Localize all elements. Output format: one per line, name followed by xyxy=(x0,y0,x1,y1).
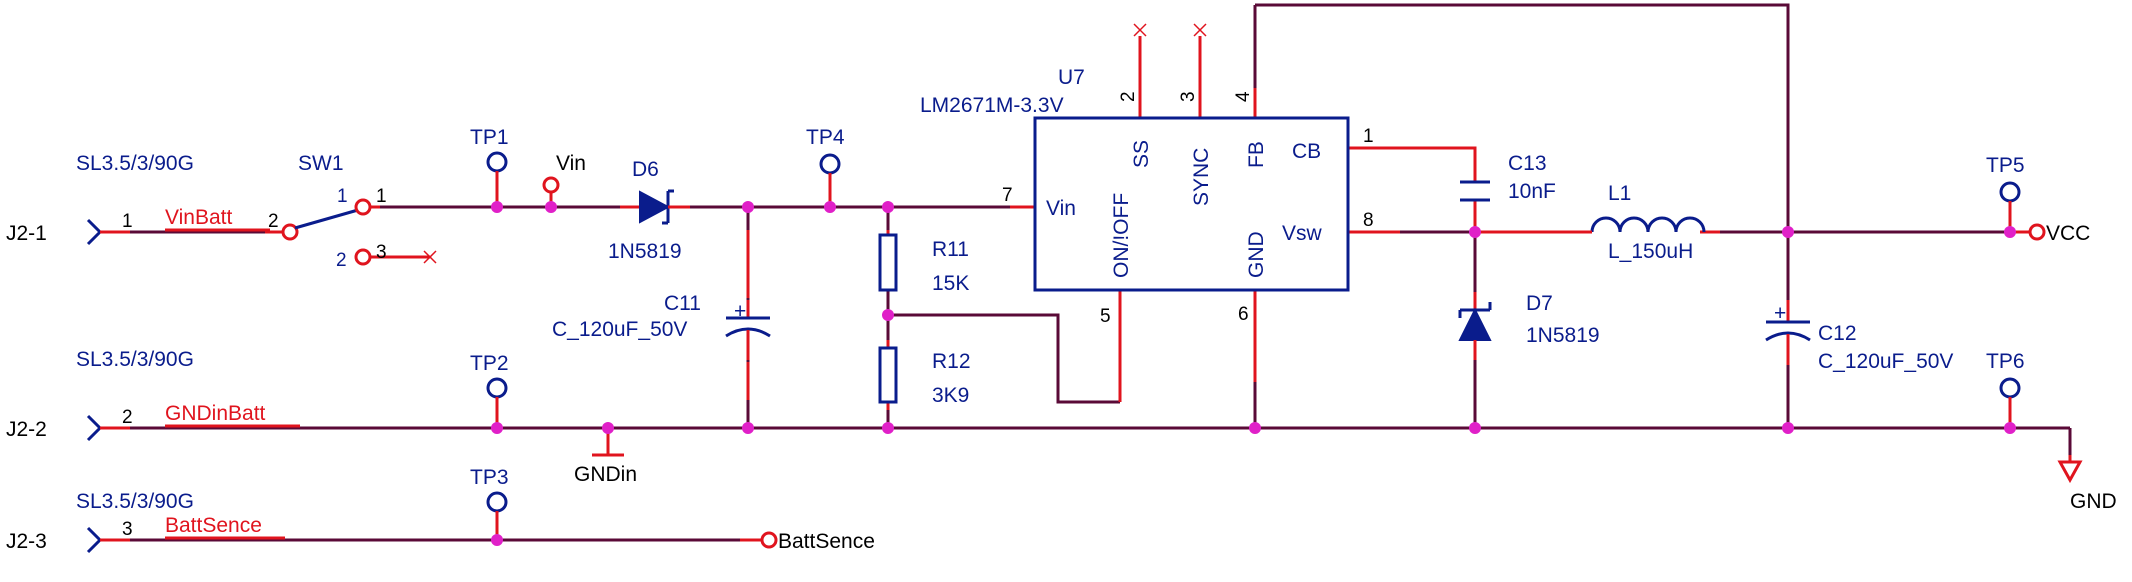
j2-1-pin: 1 xyxy=(122,211,133,232)
u7-pin-vin-name: Vin xyxy=(1046,197,1076,220)
u7-pin-sync-name: SYNC xyxy=(1190,148,1213,206)
resistor-r12: R12 3K9 xyxy=(878,346,971,407)
sw1-pin-2: 2 xyxy=(336,250,347,271)
c12-value: C_120uF_50V xyxy=(1818,350,1953,373)
u7-pin-ss-name: SS xyxy=(1130,140,1153,168)
test-point-tp6: TP6 xyxy=(1986,350,2025,428)
u7-pin-vin-num: 7 xyxy=(1002,185,1013,206)
wires xyxy=(130,3,2072,542)
capacitor-c13: C13 10nF xyxy=(1460,152,1556,203)
r12-value: 3K9 xyxy=(932,384,969,407)
c11-ref: C11 xyxy=(664,292,701,315)
c11-polarity: + xyxy=(734,300,746,323)
u7-pin-ss-num: 2 xyxy=(1118,91,1139,102)
connector-j2-1: J2-1 1 VinBatt SL3.5/3/90G xyxy=(6,152,270,246)
tp4-label: TP4 xyxy=(806,126,845,149)
diode-d7: D7 1N5819 xyxy=(1458,292,1600,360)
u7-part: LM2671M-3.3V xyxy=(920,94,1064,117)
d7-ref: D7 xyxy=(1526,292,1553,315)
u7-pin-onoff-num: 5 xyxy=(1100,306,1111,327)
l1-value: L_150uH xyxy=(1608,240,1693,263)
u7-body xyxy=(1033,116,1350,292)
test-point-tp2: TP2 xyxy=(470,352,509,428)
u7-pin-fb-name: FB xyxy=(1245,141,1268,168)
net-port-vin: Vin xyxy=(542,152,586,207)
r11-value: 15K xyxy=(932,272,969,295)
vcc-net-label: VCC xyxy=(2046,222,2090,245)
gnd-net-label: GND xyxy=(2070,490,2117,513)
u7-pin-vsw-num: 8 xyxy=(1363,210,1374,231)
sw1-pin-1a: 1 xyxy=(337,186,348,207)
capacitor-c12: + C12 C_120uF_50V xyxy=(1765,300,1953,373)
u7-pin-gnd-name: GND xyxy=(1245,231,1268,278)
j2-2-ref: J2-2 xyxy=(6,418,47,441)
u7-pin-onoff-name: ON/!OFF xyxy=(1110,193,1133,278)
net-port-gndin: GNDin xyxy=(574,428,637,486)
resistor-r11: R11 15K xyxy=(878,233,969,295)
connector-j2-2: J2-2 2 GNDinBatt SL3.5/3/90G xyxy=(6,348,300,442)
r12-ref: R12 xyxy=(932,350,971,373)
test-point-tp4: TP4 xyxy=(806,126,845,207)
battsence-net-label: BattSence xyxy=(778,530,875,553)
test-point-tp3: TP3 xyxy=(470,466,509,540)
j2-3-part: SL3.5/3/90G xyxy=(76,490,194,513)
j2-3-ref: J2-3 xyxy=(6,530,47,553)
sw1-pin-1b: 1 xyxy=(376,186,387,207)
tp5-label: TP5 xyxy=(1986,154,2025,177)
tp2-label: TP2 xyxy=(470,352,509,375)
net-port-battsence: BattSence xyxy=(740,530,875,553)
c13-value: 10nF xyxy=(1508,180,1556,203)
net-label-gndinbatt: GNDinBatt xyxy=(165,402,266,425)
net-label-vinbatt: VinBatt xyxy=(165,206,232,229)
r11-ref: R11 xyxy=(932,238,969,261)
u7-pin-cb-name: CB xyxy=(1292,140,1321,163)
c12-ref: C12 xyxy=(1818,322,1857,345)
u7-pin-fb-num: 4 xyxy=(1233,91,1254,102)
j2-1-ref: J2-1 xyxy=(6,222,47,245)
u7-pin-cb-num: 1 xyxy=(1363,126,1374,147)
d6-value: 1N5819 xyxy=(608,240,682,263)
j2-3-pin: 3 xyxy=(122,519,133,540)
tp6-label: TP6 xyxy=(1986,350,2025,373)
c11-value: C_120uF_50V xyxy=(552,318,687,341)
u7-pin-gnd-num: 6 xyxy=(1238,304,1249,325)
test-point-tp1: TP1 xyxy=(470,126,509,207)
u7-ref: U7 xyxy=(1058,66,1085,89)
sw1-pin-common: 2 xyxy=(268,211,279,232)
u7-pin-sync-num: 3 xyxy=(1178,91,1199,102)
net-port-vcc: VCC xyxy=(2028,222,2090,245)
connector-j2-3: J2-3 3 BattSence SL3.5/3/90G xyxy=(6,490,285,554)
ic-u7: U7 LM2671M-3.3V Vin 7 ON/!OFF 5 SS 2 SYN… xyxy=(920,23,1374,327)
net-label-battsence-in: BattSence xyxy=(165,514,262,537)
c12-polarity: + xyxy=(1774,302,1786,325)
inductor-l1: L1 L_150uH xyxy=(1580,182,1706,263)
u7-pin-vsw-name: Vsw xyxy=(1282,222,1323,245)
gndin-net-label: GNDin xyxy=(574,463,637,486)
d7-value: 1N5819 xyxy=(1526,324,1600,347)
switch-sw1: SW1 2 1 1 2 3 xyxy=(265,152,437,271)
tp1-label: TP1 xyxy=(470,126,509,149)
j2-2-pin: 2 xyxy=(122,407,133,428)
capacitor-c11: + C11 C_120uF_50V xyxy=(552,292,771,360)
d6-ref: D6 xyxy=(632,158,659,181)
junctions xyxy=(491,201,2016,546)
j2-2-part: SL3.5/3/90G xyxy=(76,348,194,371)
vin-net-label: Vin xyxy=(556,152,586,175)
diode-d6: D6 1N5819 xyxy=(608,158,690,263)
l1-ref: L1 xyxy=(1608,182,1631,205)
test-point-tp5: TP5 xyxy=(1986,154,2025,232)
j2-1-part: SL3.5/3/90G xyxy=(76,152,194,175)
net-port-gnd: GND xyxy=(2057,455,2117,513)
tp3-label: TP3 xyxy=(470,466,509,489)
sw1-ref: SW1 xyxy=(298,152,344,175)
sw1-pin-3: 3 xyxy=(376,242,387,263)
c13-ref: C13 xyxy=(1508,152,1547,175)
